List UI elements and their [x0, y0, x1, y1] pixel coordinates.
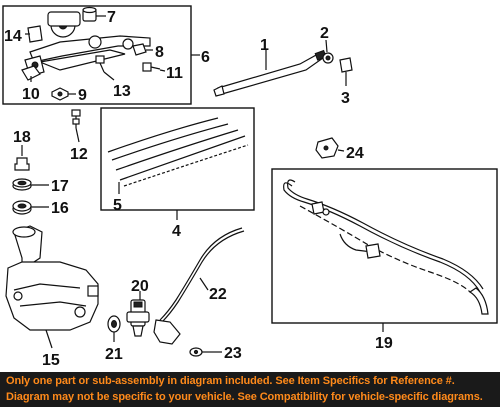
disclaimer-line-1: Only one part or sub-assembly in diagram…: [6, 375, 455, 387]
pump-cap-part-18: [14, 157, 30, 171]
callout-4: 4: [172, 223, 181, 240]
blade-group-box: [100, 107, 255, 211]
callout-18: 18: [13, 129, 31, 146]
connector-part-14: [27, 25, 43, 43]
nut-part-3: [339, 57, 353, 73]
washer-reservoir-part-15: [5, 225, 99, 331]
hose-group-box: [271, 168, 498, 324]
nut-part-9: [51, 87, 69, 101]
leader-12: [75, 127, 80, 143]
callout-3: 3: [341, 90, 350, 107]
disclaimer-line-2: Diagram may not be specific to your vehi…: [6, 391, 483, 403]
callout-21: 21: [105, 346, 123, 363]
callout-12: 12: [70, 146, 88, 163]
washer-hose-part-22: [153, 227, 245, 345]
screw-part-23: [189, 347, 214, 357]
wiper-linkage-assembly: [24, 11, 151, 77]
callout-23: 23: [224, 345, 242, 362]
callout-17: 17: [51, 178, 69, 195]
callout-10: 10: [22, 86, 40, 103]
callout-14: 14: [4, 28, 22, 45]
leader-2: [325, 39, 328, 53]
leader-24: [337, 149, 345, 152]
leader-15: [45, 329, 53, 349]
callout-19: 19: [375, 335, 393, 352]
bolt-part-11: [142, 62, 161, 72]
callout-9: 9: [78, 87, 87, 104]
callout-5: 5: [113, 197, 122, 214]
cap-part-7: [82, 6, 97, 22]
wiper-arm-part-1: [213, 49, 327, 97]
callout-2: 2: [320, 25, 329, 42]
washer-pump-part-20: [126, 299, 150, 337]
washer-nozzle-part-24: [315, 137, 339, 159]
callout-22: 22: [209, 286, 227, 303]
disclaimer-banner: Only one part or sub-assembly in diagram…: [0, 372, 500, 407]
bushing-part-8: [132, 43, 147, 56]
leader-22: [199, 277, 209, 291]
callout-15: 15: [42, 352, 60, 369]
wiper-blade-part-5: [107, 117, 249, 187]
bracket-part-10: [21, 65, 41, 81]
callout-8: 8: [155, 44, 164, 61]
callout-20: 20: [131, 278, 149, 295]
grommet-part-17: [12, 178, 32, 191]
clip-part-12: [71, 109, 81, 128]
callout-13: 13: [113, 83, 131, 100]
callout-16: 16: [51, 200, 69, 217]
leader-13: [103, 71, 115, 81]
callout-11: 11: [166, 65, 183, 82]
seal-part-16: [12, 200, 32, 215]
callout-7: 7: [107, 9, 116, 26]
bolt-part-13: [95, 55, 105, 73]
leader-11: [159, 69, 166, 72]
cap-part-2: [322, 52, 334, 64]
washer-hose-assembly-part-19: [283, 179, 489, 315]
callout-1: 1: [260, 37, 269, 54]
diagram-canvas: 1 2 3 4 5 6 7 8 9 10 11 12 13 14 15 16 1…: [2, 5, 498, 369]
grommet-part-21: [107, 315, 121, 333]
callout-6: 6: [201, 49, 210, 66]
callout-24: 24: [346, 145, 364, 162]
